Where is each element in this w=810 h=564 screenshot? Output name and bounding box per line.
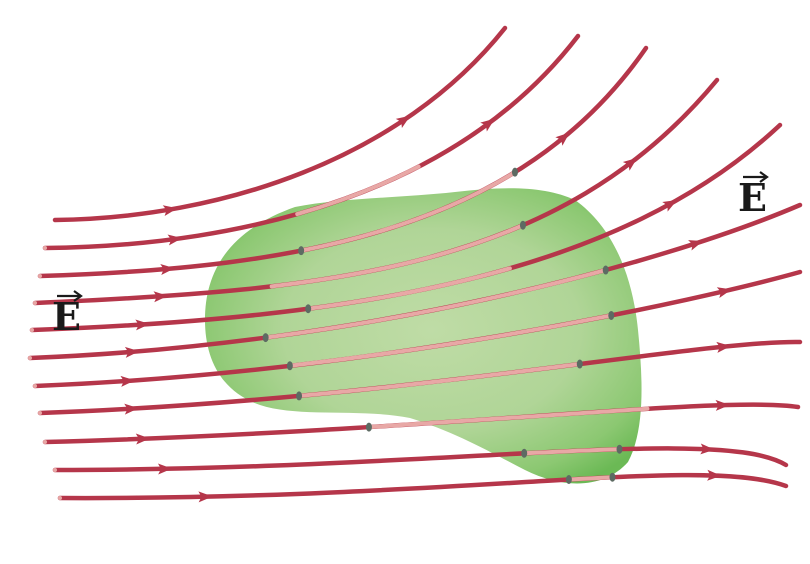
field-symbol-right: E [738, 175, 767, 220]
field-symbol-left: E [52, 294, 81, 339]
field-line-inside-segment [43, 402, 800, 444]
pierce-point [608, 310, 615, 320]
pierce-point [521, 448, 528, 458]
field-line-arrows [120, 115, 732, 503]
right-arrow-icon [57, 290, 83, 302]
arrowhead-icon [135, 433, 150, 445]
field-line-inside-segment [33, 270, 802, 388]
field-line-inside-segment [28, 203, 802, 360]
pierce-point [296, 391, 303, 401]
field-line [57, 472, 789, 501]
arrowhead-icon [715, 399, 730, 411]
pierce-point [602, 265, 609, 275]
arrowhead-icon [707, 469, 722, 481]
field-lines [27, 25, 803, 501]
pierce-point [576, 359, 583, 369]
arrowhead-icon [395, 115, 411, 129]
pierce-point [262, 333, 269, 343]
pierce-point [305, 304, 312, 314]
arrowhead-icon [120, 375, 135, 387]
arrowhead-icon [198, 491, 213, 503]
pierce-point [519, 220, 526, 230]
pierce-point [365, 422, 372, 432]
field-line-inside-segment [30, 123, 782, 332]
arrowhead-icon [124, 403, 139, 415]
field-line-inside-segment [43, 34, 580, 250]
arrowhead-icon [716, 341, 731, 353]
pierce-point [609, 472, 616, 482]
pierce-point [298, 246, 305, 256]
pierce-point [565, 475, 572, 485]
arrowhead-icon [124, 346, 140, 358]
arrowhead-icon [716, 287, 732, 298]
field-label-right: E [738, 171, 769, 220]
arrowhead-icon [700, 443, 715, 455]
arrowhead-icon [622, 157, 638, 171]
field-line-inside-segment [53, 446, 788, 472]
field-lines-inside [28, 34, 802, 501]
arrowhead-icon [480, 118, 495, 132]
arrowhead-icon [160, 263, 175, 275]
arrowhead-icon [153, 291, 168, 303]
arrowhead-icon [135, 319, 150, 331]
arrowhead-icon [555, 132, 570, 146]
pierce-point [286, 361, 293, 371]
arrowhead-icon [167, 234, 183, 246]
field-label-left: E [52, 290, 83, 339]
field-line [52, 25, 508, 223]
pierce-points [262, 167, 623, 485]
arrowhead-icon [157, 463, 173, 475]
arrowhead-icon [662, 200, 678, 212]
arrowhead-icon [688, 240, 704, 251]
arrowhead-icon [162, 205, 178, 217]
field-line-inside-segment [38, 339, 802, 415]
pierce-point [616, 444, 623, 454]
right-arrow-icon [743, 171, 769, 183]
field-line-inside-segment [38, 46, 648, 278]
field-line-inside-segment [33, 78, 719, 305]
pierce-point [511, 167, 518, 177]
